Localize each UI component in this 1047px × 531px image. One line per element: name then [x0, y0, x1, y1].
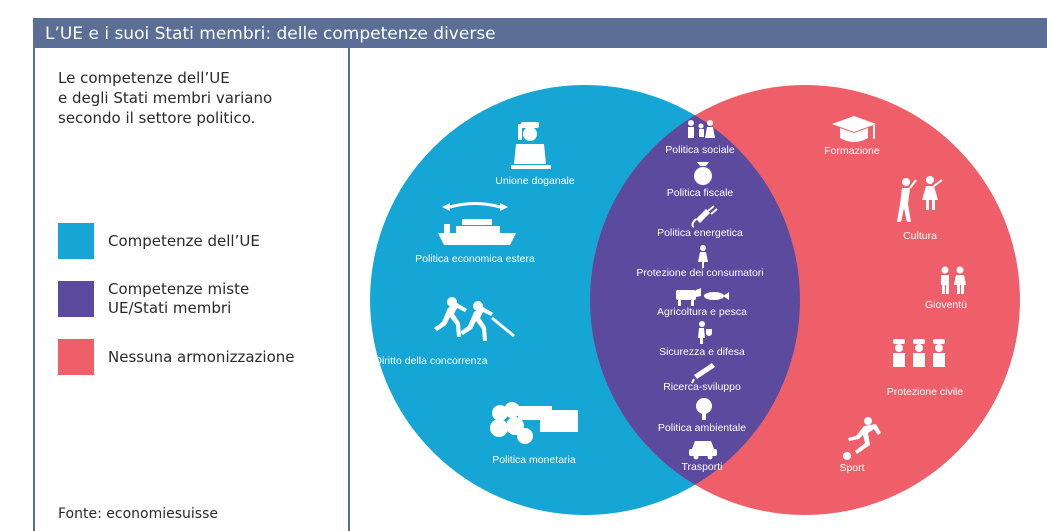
family-icon — [688, 120, 715, 138]
customs-officer-icon — [511, 122, 551, 169]
mixed-item-label: Politica fiscale — [667, 187, 734, 199]
culture-icon — [897, 176, 943, 222]
money-bag-icon — [694, 162, 712, 185]
mixed-item-label: Ricerca-sviluppo — [663, 381, 741, 393]
graduation-cap-icon — [832, 116, 876, 142]
civil-protection-icon — [893, 339, 945, 367]
national-item-label: Protezione civile — [887, 386, 964, 398]
divider-line — [348, 48, 350, 531]
eu-item-label: Diritto della concorrenza — [374, 355, 487, 367]
intro-text: Le competenze dell’UE e degli Stati memb… — [58, 69, 273, 127]
left-frame-line — [33, 48, 35, 531]
youth-icon — [941, 266, 966, 294]
title-bar: L’UE e i suoi Stati membri: delle compet… — [33, 18, 1047, 48]
mixed-item-label: Politica sociale — [665, 144, 735, 156]
football-player-icon — [843, 417, 881, 460]
mixed-item-label: Politica ambientale — [658, 422, 746, 434]
mixed-item-label: Protezione dei consumatori — [636, 267, 763, 279]
page-title: L’UE e i suoi Stati membri: delle compet… — [45, 24, 496, 44]
legend-eu-label: Competenze dell’UE — [108, 231, 260, 250]
eu-item-label: Politica economica estera — [415, 253, 535, 265]
national-item-label: Sport — [839, 462, 864, 474]
eu-item-label: Unione doganale — [495, 175, 575, 187]
legend-none-label: Nessuna armonizzazione — [108, 347, 295, 366]
eu-item-label: Politica monetaria — [492, 454, 576, 466]
shield-soldier-icon — [698, 321, 712, 344]
cargo-ship-icon — [438, 202, 516, 245]
runners-icon — [434, 297, 515, 341]
mixed-item-label: Agricoltura e pesca — [657, 306, 747, 318]
legend-none-swatch — [58, 339, 94, 375]
legend-mixed-swatch — [58, 281, 94, 317]
consumer-icon — [698, 245, 708, 268]
national-item-label: Formazione — [824, 145, 880, 157]
tree-icon — [696, 398, 712, 420]
national-item-label: Cultura — [903, 230, 937, 242]
legend-mixed: Competenze miste UE/Stati membri — [58, 280, 249, 318]
coins-banknotes-icon — [490, 402, 578, 444]
cow-fish-icon — [676, 288, 729, 306]
car-icon — [689, 441, 717, 460]
plug-icon — [691, 205, 718, 228]
legend-mixed-label: Competenze miste UE/Stati membri — [108, 280, 250, 317]
test-tube-icon — [691, 363, 715, 384]
legend-eu-swatch — [58, 223, 94, 259]
mixed-item-label: Politica energetica — [657, 227, 743, 239]
national-item-label: Gioventù — [925, 299, 967, 311]
legend-eu: Competenze dell’UE — [58, 223, 260, 259]
source-note: Fonte: economiesuisse — [58, 506, 218, 522]
mixed-item-label: Trasporti — [681, 461, 722, 473]
legend-none: Nessuna armonizzazione — [58, 339, 295, 375]
mixed-item-label: Sicurezza e difesa — [659, 346, 745, 358]
